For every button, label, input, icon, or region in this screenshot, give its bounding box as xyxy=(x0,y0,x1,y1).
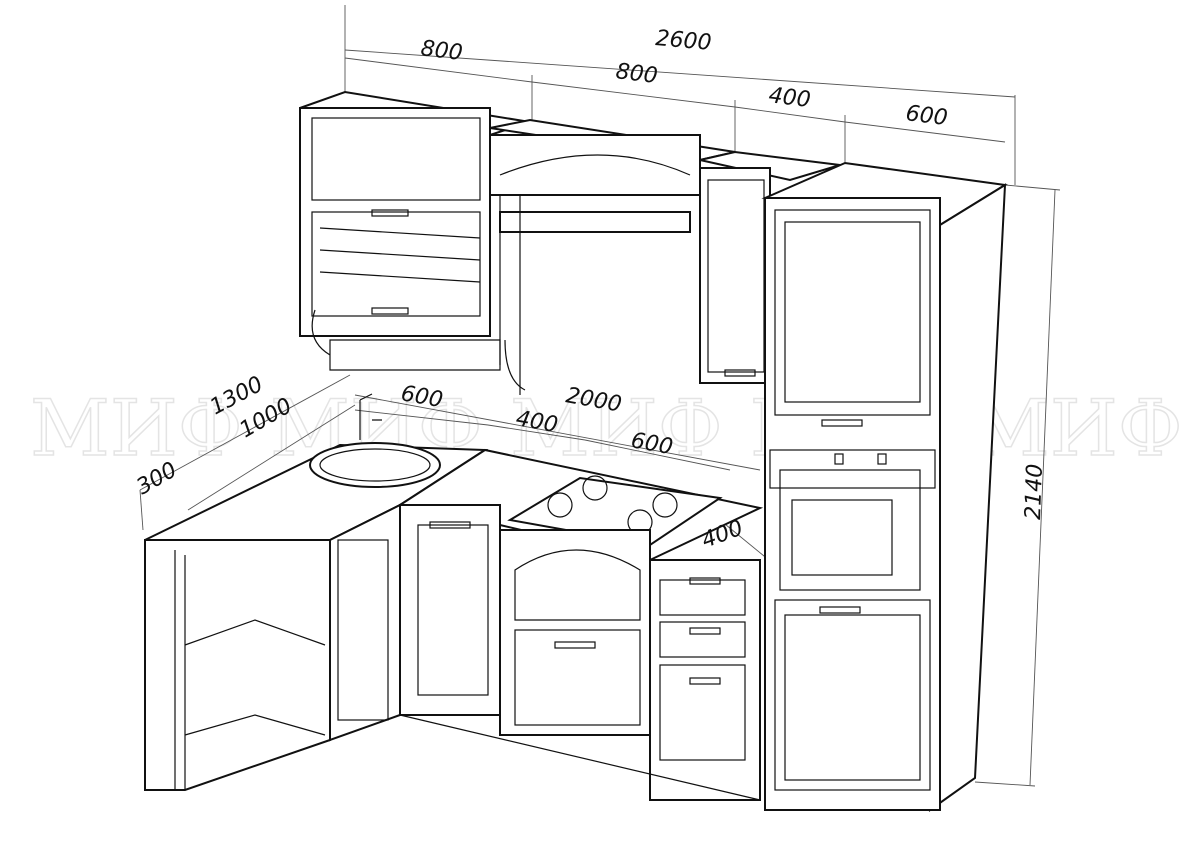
dim-total-width: 2600 xyxy=(654,26,712,56)
dim-height: 2140 xyxy=(1021,463,1048,520)
tall-column xyxy=(761,161,1008,812)
hood-cabinet xyxy=(489,118,736,395)
base-cabinets xyxy=(144,503,761,801)
dim-upper-left: 800 xyxy=(419,36,464,66)
svg-text:МИФ: МИФ xyxy=(30,384,243,474)
upper-cabinet-narrow xyxy=(699,150,841,384)
upper-cabinet-left xyxy=(299,90,531,391)
svg-text:МИФ: МИФ xyxy=(970,384,1183,474)
dim-upper-hood: 800 xyxy=(614,59,659,89)
dim-upper-column: 600 xyxy=(904,101,949,131)
dimension-labels: 2600 800 800 400 600 2140 1300 1000 300 … xyxy=(133,26,1048,554)
countertop xyxy=(144,393,764,562)
dimension-lines xyxy=(139,5,1061,787)
svg-text:МИФ: МИФ xyxy=(510,384,723,474)
dim-upper-narrow: 400 xyxy=(767,83,812,113)
